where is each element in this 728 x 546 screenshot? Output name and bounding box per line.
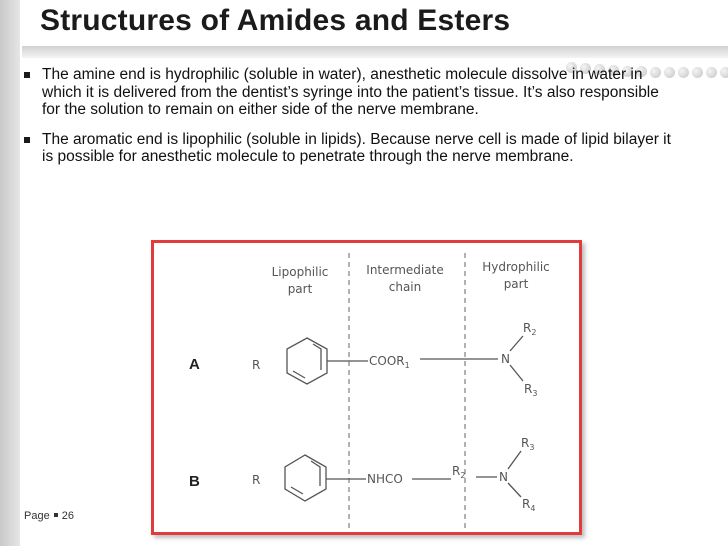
header-lipophilic: Lipophilic xyxy=(272,265,329,279)
square-bullet-icon xyxy=(24,72,30,78)
label-a: A xyxy=(189,356,200,373)
substituent-b-bottom: R4 xyxy=(522,497,535,513)
benzene-ring-a xyxy=(286,337,328,385)
substituent-a-bottom: R3 xyxy=(524,382,537,398)
header-lipophilic-sub: part xyxy=(288,282,313,296)
substituent-b-top: R3 xyxy=(521,436,534,452)
page-footer: Page 26 xyxy=(24,510,74,522)
header-hydrophilic: Hydrophilic xyxy=(482,260,550,274)
bond-a-bottom xyxy=(509,364,524,382)
header-hydrophilic-sub: part xyxy=(504,277,529,291)
page-number: 26 xyxy=(61,510,74,522)
slide-title: Structures of Amides and Esters xyxy=(40,4,511,37)
benzene-ring-b xyxy=(284,454,327,502)
chemical-structure-figure: Lipophilic part Intermediate chain Hydro… xyxy=(151,240,582,535)
r-group-b: R xyxy=(252,473,260,487)
bullet-text: The amine end is hydrophilic (soluble in… xyxy=(42,66,659,118)
label-b: B xyxy=(189,473,200,490)
r-group-a: R xyxy=(252,358,260,372)
bond-a-top xyxy=(509,335,524,352)
bullet-list: The amine end is hydrophilic (soluble in… xyxy=(20,66,680,178)
nitrogen-a: N xyxy=(501,352,510,366)
structure-diagram: Lipophilic part Intermediate chain Hydro… xyxy=(189,253,550,528)
chain-a: COOR1 xyxy=(369,354,410,370)
bullet-text: The aromatic end is lipophilic (soluble … xyxy=(42,130,671,166)
header-intermediate: Intermediate xyxy=(366,263,443,277)
left-sidebar-bar xyxy=(0,0,20,546)
header-intermediate-sub: chain xyxy=(389,280,422,294)
chain-b: NHCO xyxy=(367,472,403,486)
bond-b-top xyxy=(507,450,522,470)
substituent-a-top: R2 xyxy=(523,321,536,337)
square-bullet-icon xyxy=(24,136,30,143)
nitrogen-b: N xyxy=(499,470,508,484)
title-underline xyxy=(22,46,728,58)
bullet-item: The amine end is hydrophilic (soluble in… xyxy=(20,66,680,119)
bond-b-bottom xyxy=(507,482,522,498)
linker-b: R2 xyxy=(452,464,465,480)
separator-icon xyxy=(53,513,58,518)
bullet-item: The aromatic end is lipophilic (soluble … xyxy=(20,131,680,166)
page-label: Page xyxy=(24,510,50,522)
